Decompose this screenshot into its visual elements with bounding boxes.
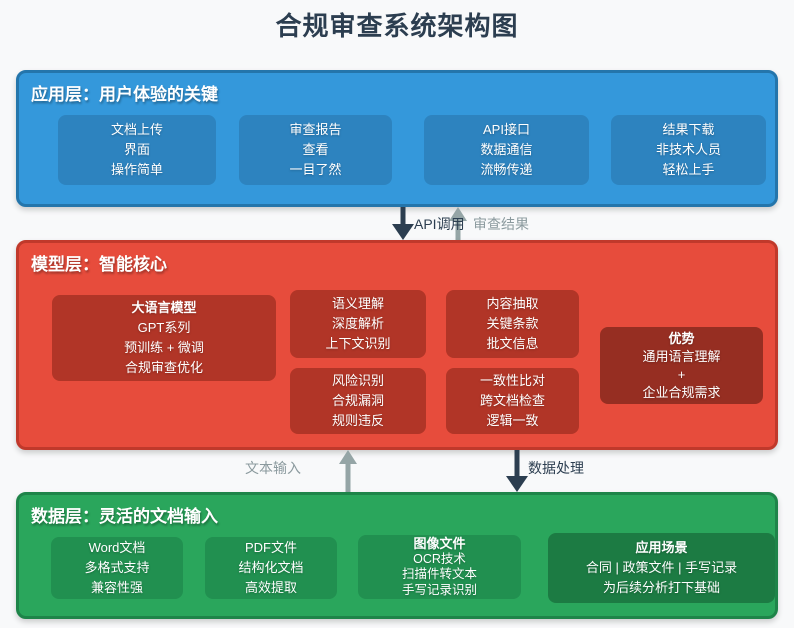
node-line: 操作简单: [110, 162, 163, 177]
review-result-label: 审查结果: [473, 215, 529, 232]
node-line: 内容抽取: [486, 296, 539, 311]
data-layer: 数据层：灵活的文档输入 Word文档 多格式支持 兼容性强 PDF文件 结构化文…: [16, 492, 778, 619]
node-line: 深度解析: [331, 316, 384, 331]
arrow-head: [449, 207, 467, 221]
node-line: PDF文件: [244, 540, 297, 555]
node-line: 一致性比对: [479, 373, 545, 388]
arrow-head: [506, 476, 528, 492]
node-line: 界面: [123, 142, 150, 157]
arrow-head: [339, 450, 357, 464]
node-line: 轻松上手: [662, 162, 715, 177]
node-line: 兼容性强: [90, 580, 143, 595]
arrow-shaft: [455, 218, 461, 240]
node-line: Word文档: [88, 540, 146, 555]
node-line: 预训练 + 微调: [124, 340, 204, 355]
node-consistency-check: 一致性比对 跨文档检查 逻辑一致: [446, 368, 579, 434]
data-layer-header: 数据层：灵活的文档输入: [31, 507, 218, 526]
node-line: 数据通信: [480, 142, 533, 157]
node-line: 查看: [302, 142, 329, 157]
node-line: 规则违反: [331, 413, 384, 428]
node-line: 审查报告: [289, 122, 342, 137]
node-line: 为后续分析打下基础: [602, 580, 720, 595]
node-doc-upload: 文档上传 界面 操作简单: [58, 115, 216, 185]
application-layer-header: 应用层：用户体验的关键: [31, 85, 218, 104]
node-title: 图像文件: [413, 536, 466, 551]
node-application-scenario: 应用场景 合同 | 政策文件 | 手写记录 为后续分析打下基础: [548, 533, 775, 603]
text-input-up-arrow: [337, 450, 359, 492]
node-image-file: 图像文件 OCR技术 扫描件转文本 手写记录识别: [358, 535, 521, 599]
node-line: +: [677, 366, 686, 382]
node-line: 结果下载: [662, 122, 715, 137]
model-layer: 模型层：智能核心 大语言模型 GPT系列 预训练 + 微调 合规审查优化 语义理…: [16, 240, 778, 450]
model-data-connectors: 文本输入 数据处理: [0, 450, 794, 492]
review-result-up-arrow: [447, 207, 469, 240]
node-pdf-file: PDF文件 结构化文档 高效提取: [205, 537, 337, 599]
arrow-shaft: [345, 461, 351, 492]
node-semantic-understanding: 语义理解 深度解析 上下文识别: [290, 290, 426, 358]
node-line: OCR技术: [413, 551, 466, 566]
node-result-download: 结果下载 非技术人员 轻松上手: [611, 115, 766, 185]
node-line: 多格式支持: [84, 560, 150, 575]
node-llm: 大语言模型 GPT系列 预训练 + 微调 合规审查优化: [52, 295, 276, 381]
data-processing-down-arrow: [506, 450, 528, 492]
model-layer-header: 模型层：智能核心: [31, 255, 167, 274]
node-content-extraction: 内容抽取 关键条款 批文信息: [446, 290, 579, 358]
node-line: 扫描件转文本: [401, 567, 477, 581]
node-risk-identification: 风险识别 合规漏洞 规则违反: [290, 368, 426, 434]
node-line: 逻辑一致: [486, 413, 539, 428]
app-model-connectors: API调用 审查结果: [0, 207, 794, 240]
data-processing-label: 数据处理: [528, 460, 584, 476]
application-layer: 应用层：用户体验的关键 文档上传 界面 操作简单 审查报告 查看 一目了然 AP…: [16, 70, 778, 207]
node-line: 合同 | 政策文件 | 手写记录: [585, 560, 738, 575]
node-line: 关键条款: [486, 316, 539, 331]
node-line: 高效提取: [244, 580, 297, 595]
arrow-head: [392, 224, 414, 240]
arrow-shaft: [400, 207, 406, 227]
node-review-report: 审查报告 查看 一目了然: [239, 115, 392, 185]
arrow-shaft: [514, 450, 520, 479]
node-word-doc: Word文档 多格式支持 兼容性强: [51, 537, 183, 599]
page-title: 合规审查系统架构图: [275, 11, 519, 41]
api-call-down-arrow: [392, 207, 414, 240]
node-line: 流畅传递: [480, 162, 533, 177]
text-input-label: 文本输入: [245, 460, 301, 476]
node-line: 批文信息: [486, 336, 539, 351]
node-title: 应用场景: [635, 540, 688, 555]
api-call-label: API调用: [414, 215, 465, 232]
node-line: 非技术人员: [655, 142, 721, 157]
node-line: 合规审查优化: [124, 360, 203, 375]
node-line: 手写记录识别: [401, 582, 477, 597]
node-line: 文档上传: [110, 122, 163, 137]
node-title: 优势: [668, 330, 695, 346]
node-line: 语义理解: [331, 296, 384, 311]
node-title: 大语言模型: [131, 300, 197, 315]
node-line: API接口: [483, 122, 530, 137]
node-line: 合规漏洞: [331, 393, 384, 408]
node-line: 跨文档检查: [479, 393, 545, 408]
node-line: GPT系列: [137, 320, 191, 335]
node-line: 通用语言理解: [642, 348, 721, 364]
node-line: 一目了然: [289, 162, 342, 177]
node-advantage: 优势 通用语言理解 + 企业合规需求: [600, 327, 763, 404]
node-line: 结构化文档: [238, 560, 304, 575]
node-line: 企业合规需求: [642, 384, 721, 400]
node-line: 风险识别: [331, 373, 384, 388]
node-api-interface: API接口 数据通信 流畅传递: [424, 115, 589, 185]
node-line: 上下文识别: [325, 336, 391, 351]
